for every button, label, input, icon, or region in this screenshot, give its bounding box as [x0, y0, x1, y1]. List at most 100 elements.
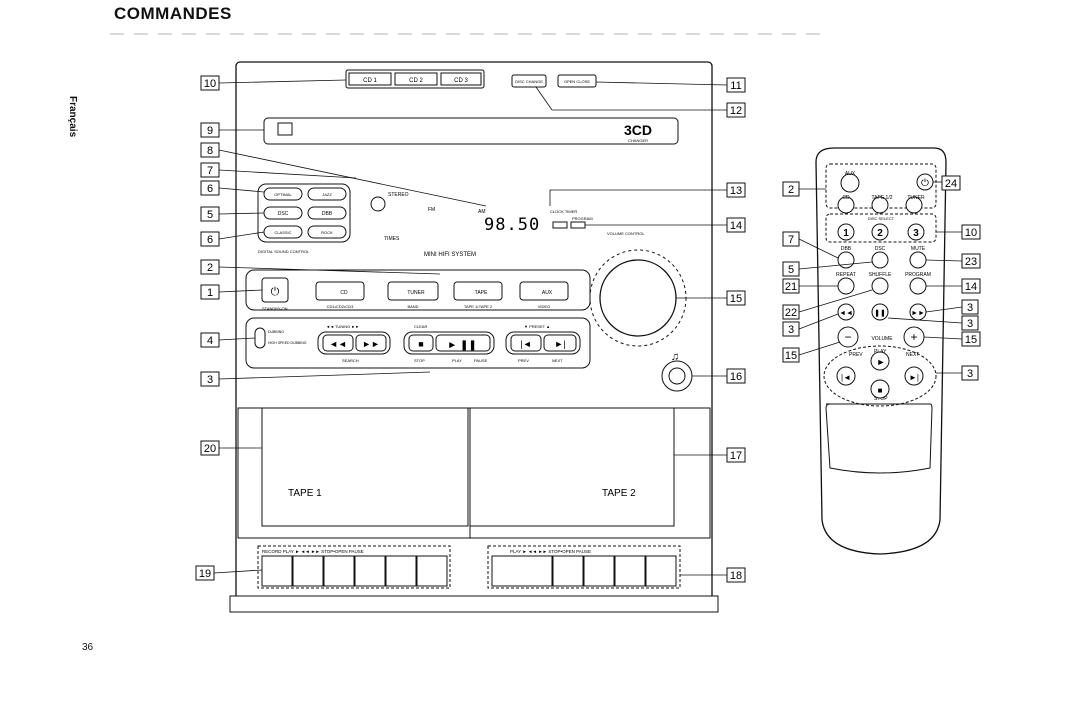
headphone-jack[interactable]: [668, 367, 686, 385]
remote-disc1-button[interactable]: [837, 223, 855, 241]
deck2-forward-key[interactable]: [583, 555, 615, 587]
remote-cd-button[interactable]: [837, 196, 855, 214]
callout: 18: [730, 570, 742, 582]
callout: 20: [204, 443, 216, 455]
cd-buttons: CD 1 CD 2 CD 3: [348, 72, 482, 86]
svg-text:24: 24: [945, 178, 957, 190]
remote-play-icon: ►: [877, 357, 886, 367]
display-fm: FM: [428, 207, 435, 213]
remote-dbb-label: DBB: [841, 246, 852, 252]
remote-disc3-label: 3: [913, 228, 919, 239]
remote-dbb-button[interactable]: [837, 251, 855, 269]
optimal-button[interactable]: [263, 187, 303, 201]
model-label: MINI HIFI SYSTEM: [424, 252, 476, 258]
display-am: AM: [478, 209, 486, 215]
deck2-rewind-key[interactable]: [552, 555, 584, 587]
remote-repeat-label: REPEAT: [836, 272, 856, 278]
rewind-button[interactable]: [322, 334, 354, 352]
callout: 17: [730, 450, 742, 462]
next-button[interactable]: [543, 334, 577, 352]
remote-play-button[interactable]: [870, 351, 890, 371]
callout: 7: [207, 165, 213, 177]
deck1-pause-key[interactable]: [416, 555, 448, 587]
callout: 4: [207, 335, 213, 347]
play-pause-icon: ► ❚❚: [447, 340, 476, 351]
record-key[interactable]: [261, 555, 293, 587]
program-button[interactable]: [570, 221, 586, 229]
display-times: TIMES: [384, 236, 400, 242]
source-cd-button[interactable]: [315, 281, 365, 301]
deck1-stop-key[interactable]: [385, 555, 417, 587]
tape2-door[interactable]: [469, 407, 675, 527]
callout: 14: [730, 220, 742, 232]
volume-knob[interactable]: [599, 259, 677, 337]
dubbing-switch[interactable]: [254, 327, 266, 349]
pause-label: PAUSE: [474, 358, 488, 363]
deck1-rewind-key[interactable]: [323, 555, 355, 587]
remote-tape-button[interactable]: [871, 196, 889, 214]
remote-volume-down-button[interactable]: [837, 326, 859, 348]
page-number: 36: [82, 642, 94, 653]
left-callouts: 10 9 8 7 6 5 6 2 1 4 3 20 19: [195, 75, 487, 581]
remote-pause-button[interactable]: [871, 303, 889, 321]
svg-text:3: 3: [967, 318, 973, 330]
play-pause-button[interactable]: [435, 334, 491, 352]
deck2-pause-key[interactable]: [645, 555, 677, 587]
remote-repeat-button[interactable]: [837, 277, 855, 295]
power-icon: ⏻: [271, 286, 280, 298]
stop-button[interactable]: [408, 334, 434, 352]
changer-label: 3CD: [624, 122, 652, 138]
cd-tray[interactable]: [263, 117, 679, 145]
remote-dsc-button[interactable]: [871, 251, 889, 269]
right-callouts: 11 12 13 14 15 16 17 18: [535, 77, 746, 583]
remote-program-button[interactable]: [909, 277, 927, 295]
dbb-button[interactable]: [307, 206, 347, 220]
remote-mute-button[interactable]: [909, 251, 927, 269]
source-tape-button[interactable]: [453, 281, 503, 301]
remote-disc2-label: 2: [877, 228, 883, 239]
prev-button[interactable]: [510, 334, 542, 352]
open-close-label: OPEN CLOSE: [564, 79, 590, 84]
source-aux-button[interactable]: [519, 281, 569, 301]
source-aux-sub: VIDEO: [538, 304, 550, 309]
prev-label: PREV: [518, 358, 529, 363]
forward-button[interactable]: [355, 334, 387, 352]
cd3-button[interactable]: [440, 72, 482, 86]
remote-aux-button[interactable]: [840, 173, 860, 193]
cd2-label: CD 2: [409, 78, 423, 84]
remote-tuner-button[interactable]: [905, 196, 923, 214]
remote-prev-button[interactable]: [836, 366, 856, 386]
remote-disc3-button[interactable]: [907, 223, 925, 241]
svg-text:3: 3: [788, 324, 794, 336]
rock-button[interactable]: [307, 225, 347, 239]
disc-change-button[interactable]: [511, 74, 547, 88]
cd1-button[interactable]: [348, 72, 392, 86]
svg-text:5: 5: [788, 264, 794, 276]
deck2-play-key[interactable]: [491, 555, 553, 587]
tape1-door[interactable]: [261, 407, 469, 527]
remote-next-button[interactable]: [904, 366, 924, 386]
deck2-keys: [491, 555, 677, 587]
play-label: PLAY: [452, 358, 462, 363]
remote-shuffle-button[interactable]: [871, 277, 889, 295]
open-close-button[interactable]: [557, 74, 597, 88]
clock-timer-button[interactable]: [552, 221, 568, 229]
source-tuner-button[interactable]: [387, 281, 439, 301]
callout: 9: [207, 125, 213, 137]
remote-disc2-button[interactable]: [871, 223, 889, 241]
source-tape-label: TAPE: [475, 290, 488, 296]
remote-disc-select-label: DISC SELECT: [868, 216, 895, 221]
cd2-button[interactable]: [394, 72, 438, 86]
remote-stop-label: STOP: [874, 396, 888, 402]
callout: 1: [207, 287, 213, 299]
remote-tuner-label: TUNER: [907, 195, 925, 201]
deck1-play-key[interactable]: [292, 555, 324, 587]
callout: 3: [207, 374, 213, 386]
deck1-forward-key[interactable]: [354, 555, 386, 587]
remote-stop-button[interactable]: [870, 379, 890, 399]
deck2-stop-key[interactable]: [614, 555, 646, 587]
svg-text:3: 3: [967, 368, 973, 380]
remote-rewind-button[interactable]: [837, 303, 855, 321]
jazz-button[interactable]: [307, 187, 347, 201]
